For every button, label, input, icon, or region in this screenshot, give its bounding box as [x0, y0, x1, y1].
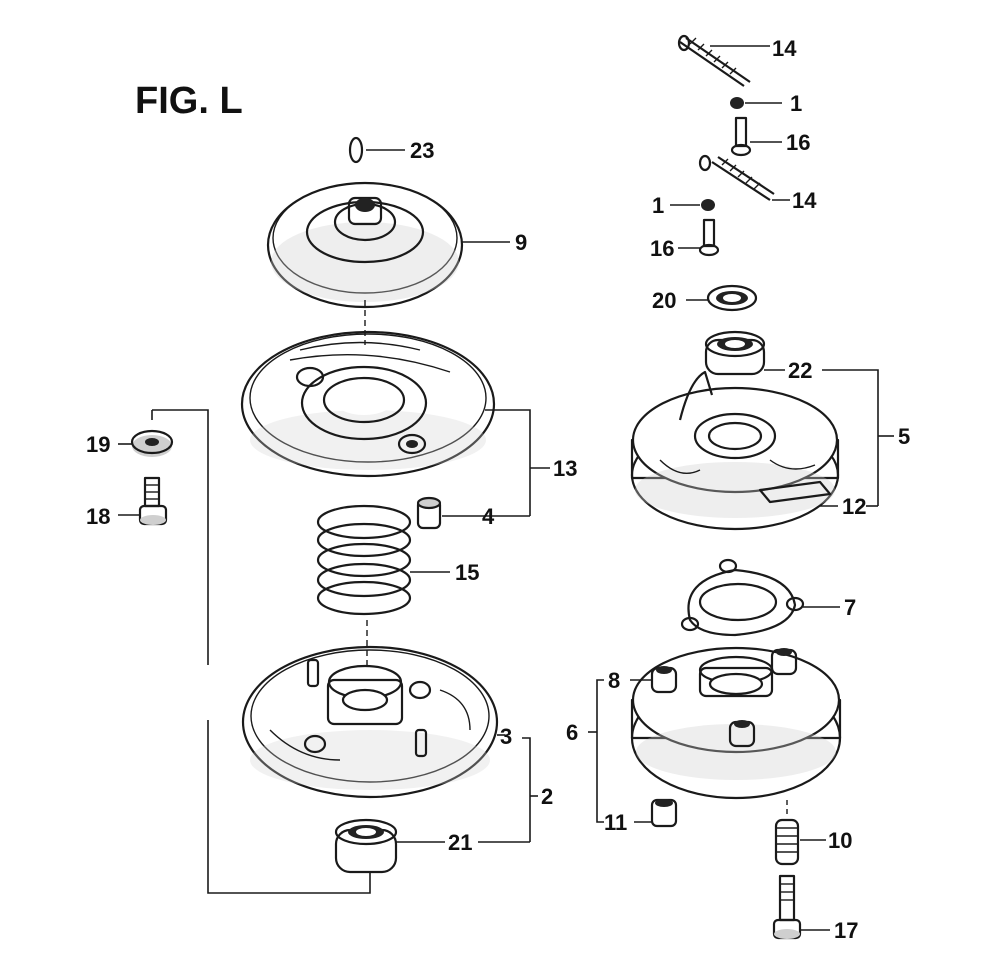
part-7-gasket — [680, 558, 805, 637]
callout-16-top: 16 — [786, 130, 810, 155]
part-13-drum — [240, 330, 496, 478]
callout-7: 7 — [844, 595, 856, 620]
callout-10: 10 — [828, 828, 852, 853]
callout-4: 4 — [482, 504, 495, 529]
part-10-spring — [774, 818, 800, 866]
part-19-washer — [130, 429, 174, 457]
part-17-bolt — [772, 874, 802, 940]
part-5-housing — [630, 370, 840, 531]
callout-9: 9 — [515, 230, 527, 255]
callout-1-top: 1 — [790, 91, 802, 116]
callout-2: 2 — [541, 784, 553, 809]
callout-8: 8 — [608, 668, 620, 693]
part-14-spring-mid — [698, 154, 775, 201]
part-14-spring-top — [677, 34, 751, 87]
part-23-o-ring — [348, 136, 364, 164]
part-20-seal — [706, 284, 758, 312]
callout-14-top: 14 — [772, 36, 797, 61]
callout-23: 23 — [410, 138, 434, 163]
part-15-spring — [316, 504, 412, 616]
part-3-clutch-plate — [241, 645, 499, 799]
callout-19: 19 — [86, 432, 110, 457]
part-4-cap — [416, 496, 442, 530]
callout-14-mid: 14 — [792, 188, 817, 213]
callout-11: 11 — [604, 810, 627, 835]
part-1-ring-top — [730, 97, 744, 109]
part-11-nut — [650, 798, 678, 828]
callout-22: 22 — [788, 358, 812, 383]
part-1-ring-mid — [701, 199, 715, 211]
figure-title: FIG. L — [135, 80, 243, 122]
callout-21: 21 — [448, 830, 472, 855]
callout-5: 5 — [898, 424, 910, 449]
part-22-bearing — [704, 330, 766, 376]
part-6-base — [630, 646, 842, 800]
callout-18: 18 — [86, 504, 110, 529]
callout-3: 3 — [500, 724, 512, 749]
part-16-pin-mid — [698, 218, 720, 257]
callout-12: 12 — [842, 494, 866, 519]
callout-15: 15 — [455, 560, 479, 585]
callout-13: 13 — [553, 456, 577, 481]
callout-16-mid: 16 — [650, 236, 674, 261]
part-16-pin-top — [730, 116, 752, 157]
part-9-cover — [266, 181, 464, 309]
callout-17: 17 — [834, 918, 858, 943]
part-18-bolt — [138, 476, 168, 526]
callout-1-mid: 1 — [652, 193, 664, 218]
callout-20: 20 — [652, 288, 676, 313]
callout-6: 6 — [566, 720, 578, 745]
part-21-bearing — [334, 818, 398, 874]
